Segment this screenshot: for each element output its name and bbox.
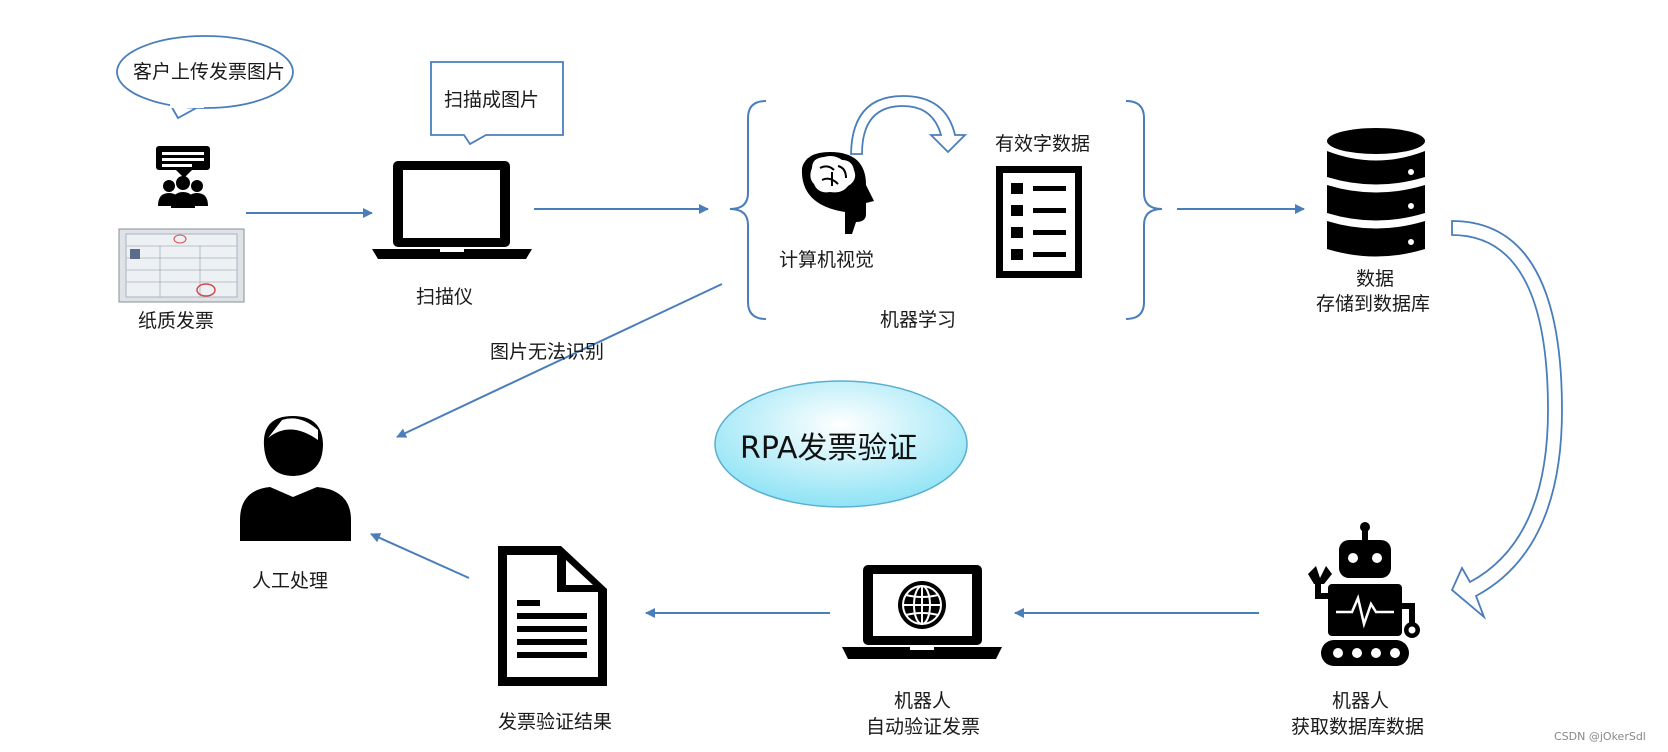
manual-label: 人工处理 bbox=[252, 570, 329, 592]
scan-bubble bbox=[430, 61, 564, 146]
person-icon bbox=[240, 416, 351, 541]
laptop-icon bbox=[372, 161, 532, 259]
robot-auto-label-line1: 机器人 bbox=[894, 690, 952, 712]
robot-auto-label-line2: 自动验证发票 bbox=[866, 716, 981, 738]
watermark: CSDN @jOkerSdl bbox=[1554, 730, 1646, 743]
arrow-ml-to-person bbox=[396, 283, 723, 438]
right-brace bbox=[1125, 100, 1163, 320]
data-label-line1: 数据 bbox=[1356, 268, 1395, 290]
ml-loop-arrow bbox=[850, 95, 968, 155]
paper-invoice-label: 纸质发票 bbox=[138, 310, 215, 332]
customer-bubble bbox=[116, 35, 294, 120]
result-label: 发票验证结果 bbox=[498, 711, 613, 733]
document-icon bbox=[498, 546, 607, 686]
db-to-robot-arrow bbox=[1450, 220, 1563, 620]
computer-vision-label: 计算机视觉 bbox=[779, 249, 875, 271]
globe-laptop-icon bbox=[842, 565, 1002, 659]
diagram-title: RPA发票验证 bbox=[740, 431, 918, 466]
arrow-result-to-person bbox=[370, 533, 470, 579]
scanner-label: 扫描仪 bbox=[416, 286, 474, 308]
left-brace bbox=[729, 100, 767, 320]
robot-icon bbox=[1308, 522, 1420, 666]
data-label-line2: 存储到数据库 bbox=[1316, 293, 1431, 315]
valid-data-label: 有效字数据 bbox=[995, 133, 1091, 155]
chat-people-icon bbox=[156, 146, 210, 208]
invoice-photo-icon bbox=[118, 228, 245, 303]
scan-bubble-label: 扫描成图片 bbox=[444, 89, 540, 111]
unrecognized-label: 图片无法识别 bbox=[490, 341, 605, 363]
robot-fetch-label-line1: 机器人 bbox=[1332, 690, 1390, 712]
robot-fetch-label-line2: 获取数据库数据 bbox=[1291, 716, 1425, 738]
machine-learning-label: 机器学习 bbox=[880, 309, 957, 331]
checklist-icon bbox=[996, 166, 1082, 278]
brain-head-icon bbox=[801, 152, 874, 234]
database-icon bbox=[1327, 128, 1425, 257]
customer-bubble-label: 客户上传发票图片 bbox=[133, 61, 286, 83]
title-ellipse bbox=[714, 380, 968, 508]
